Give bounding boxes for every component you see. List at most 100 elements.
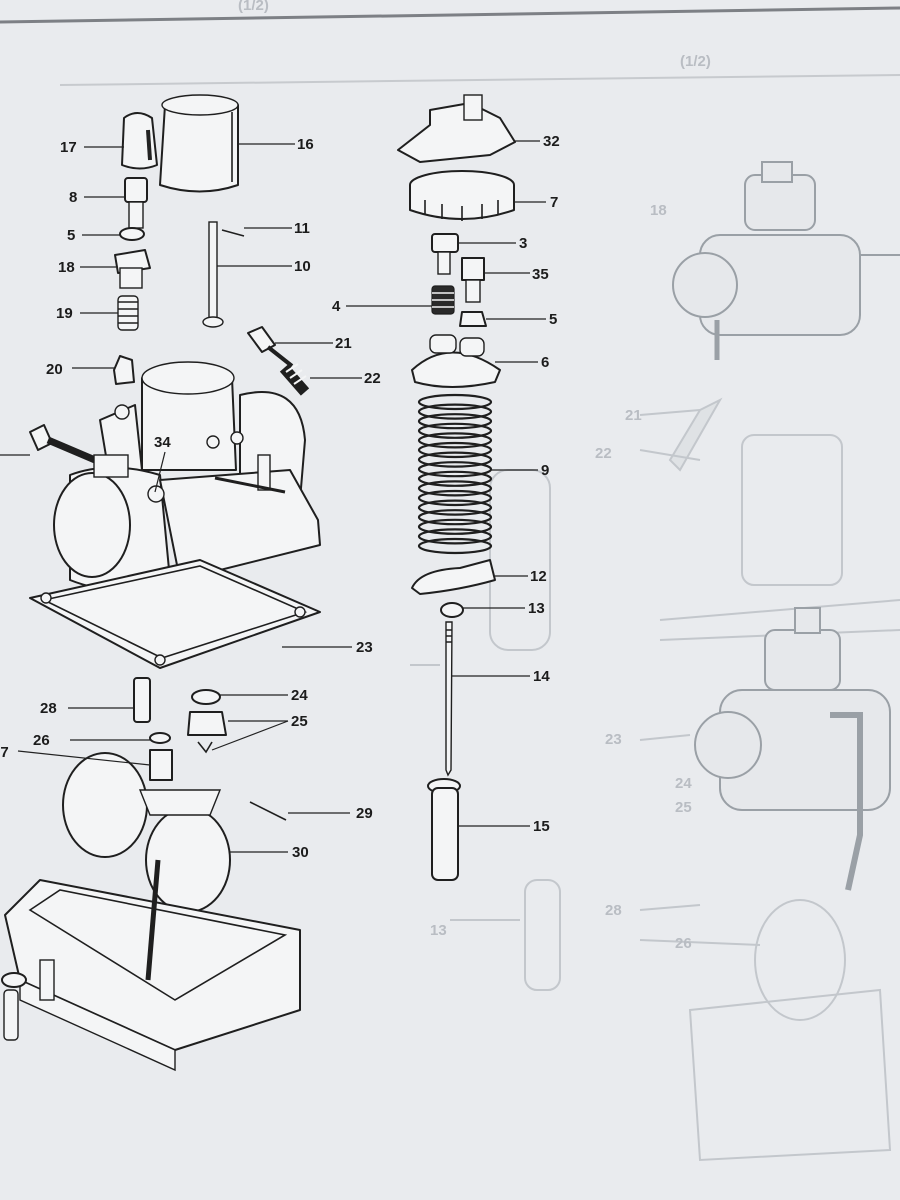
part-19-spring — [117, 295, 139, 331]
callout-5-right: 5 — [549, 311, 557, 328]
part-drain-screw — [1, 972, 27, 1041]
spring-coil — [417, 480, 493, 497]
callout-22: 22 — [364, 370, 381, 387]
part-27-bolt — [29, 424, 97, 464]
part-9-spring — [417, 393, 493, 555]
part-float-bowl — [4, 859, 301, 1072]
bleed-label: 21 — [625, 407, 642, 424]
callout-16: 16 — [297, 136, 314, 153]
part-15-needle-jet — [427, 778, 461, 881]
callout-14: 14 — [533, 668, 550, 685]
spring-coil — [417, 499, 493, 516]
callout-28: 28 — [40, 700, 57, 717]
bleed-assembly-upper — [672, 161, 900, 360]
part-3-screw — [431, 233, 459, 275]
spring-coil — [417, 422, 493, 439]
callout-30: 30 — [292, 844, 309, 861]
callout-15: 15 — [533, 818, 550, 835]
spring-coil — [417, 518, 493, 535]
callout-9: 9 — [541, 462, 549, 479]
bleed-label: 24 — [675, 775, 692, 792]
part-main-jet — [149, 749, 173, 781]
spring-coil — [417, 393, 493, 411]
callout-25: 25 — [291, 713, 308, 730]
callout-21: 21 — [335, 335, 352, 352]
part-6-slide-cap — [411, 334, 501, 388]
callout-27: 27 — [0, 744, 9, 761]
part-30-float — [62, 752, 231, 913]
header-fragment: (1/2) — [238, 0, 269, 14]
part-14-needle — [445, 621, 453, 777]
spring-coil — [417, 537, 493, 555]
spring-coil — [417, 528, 493, 545]
part-29-pin — [249, 801, 287, 821]
part-26-washer — [149, 732, 171, 744]
spring-coil — [417, 509, 493, 526]
part-21-screw — [247, 326, 294, 368]
part-12-clip-plate — [411, 559, 496, 595]
callout-11: 11 — [294, 220, 310, 237]
bleed-label: 25 — [675, 799, 692, 816]
callout-10: 10 — [294, 258, 311, 275]
part-25-nut — [187, 711, 227, 754]
callout-7: 7 — [550, 194, 558, 211]
callout-8: 8 — [69, 189, 77, 206]
page-edge — [0, 6, 900, 86]
bleed-header: (1/2) — [680, 53, 711, 70]
part-11-pin — [221, 229, 245, 237]
part-20-plug — [113, 355, 135, 385]
part-18-fitting — [114, 249, 151, 289]
part-22-spring — [279, 363, 310, 396]
part-13-ring — [440, 602, 464, 618]
spring-coil — [417, 432, 493, 449]
bleed-label: 13 — [430, 922, 447, 939]
callout-23: 23 — [356, 639, 373, 656]
part-24-washer — [191, 689, 221, 705]
callout-12: 12 — [530, 568, 547, 585]
callout-34: 34 — [154, 434, 171, 451]
part-body-carburetor — [53, 361, 321, 636]
part-35-stud — [461, 257, 485, 303]
callout-17: 17 — [60, 139, 77, 156]
part-7-ring-nut — [409, 170, 515, 221]
callout-24: 24 — [291, 687, 308, 704]
part-5-nut — [459, 311, 487, 327]
bleed-assembly-lower — [694, 607, 891, 891]
callout-5: 5 — [67, 227, 75, 244]
part-32-cap — [397, 94, 516, 163]
part-5-washer — [119, 227, 145, 241]
part-17-rubber-cap — [121, 112, 158, 170]
spring-coil — [417, 403, 493, 420]
spring-coil — [417, 461, 493, 478]
spring-coil — [417, 413, 493, 430]
callout-6: 6 — [541, 354, 549, 371]
callout-4: 4 — [332, 298, 341, 315]
bleed-label: 18 — [650, 202, 667, 219]
callout-19: 19 — [56, 305, 73, 322]
callout-29: 29 — [356, 805, 373, 822]
callout-13: 13 — [528, 600, 545, 617]
spring-coil — [417, 451, 493, 468]
callout-32: 32 — [543, 133, 560, 150]
bleed-label: 22 — [595, 445, 612, 462]
part-23-gasket — [29, 559, 321, 669]
spring-coil — [417, 470, 493, 487]
callout-18: 18 — [58, 259, 75, 276]
part-28-jet — [133, 677, 151, 723]
spring-coil — [417, 441, 493, 459]
part-4-spring — [431, 285, 455, 315]
part-10-rod — [202, 221, 224, 328]
bleed-label: 23 — [605, 731, 622, 748]
bleed-label: 26 — [675, 935, 692, 952]
callout-20: 20 — [46, 361, 63, 378]
leader-lines — [0, 140, 546, 853]
callout-3: 3 — [519, 235, 527, 252]
callout-35: 35 — [532, 266, 549, 283]
bleed-label: 28 — [605, 902, 622, 919]
callout-26: 26 — [33, 732, 50, 749]
spring-coil — [417, 489, 493, 507]
part-16-top-cover — [159, 94, 239, 193]
part-8-adjuster — [124, 177, 148, 229]
